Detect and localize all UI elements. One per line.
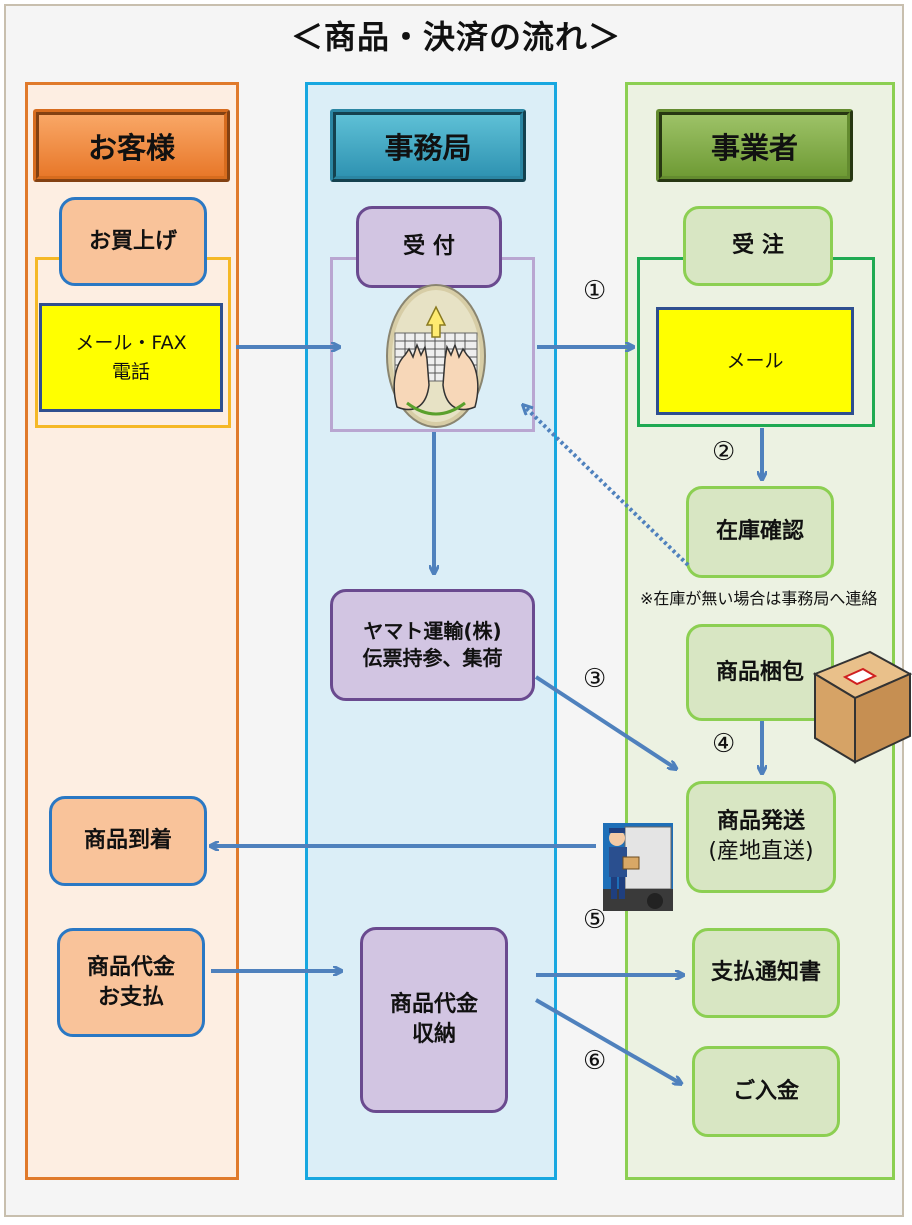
pickup-box: ヤマト運輸(株) 伝票持参、集荷 [330, 589, 535, 701]
order-mail-box: メール [656, 307, 854, 415]
order-mail-label: メール [726, 349, 784, 372]
stock-check-box: 在庫確認 [686, 486, 834, 578]
order-box: 受 注 [683, 206, 833, 286]
collection-line1: 商品代金 [389, 992, 478, 1018]
arrival-box: 商品到着 [49, 796, 207, 886]
pickup-line2: 伝票持参、集荷 [362, 646, 503, 670]
diagram-title: ＜商品・決済の流れ＞ [290, 18, 621, 56]
contact-method-box: メール・FAX 電話 [39, 303, 223, 412]
payment-line1: 商品代金 [86, 954, 175, 980]
step-5-label: ⑤ [583, 905, 607, 935]
contact-method-line1: メール・FAX [75, 332, 187, 354]
collection-box: 商品代金 収納 [360, 927, 508, 1113]
shipping-line1: 商品発送 [716, 809, 805, 835]
keyboard-hands-icon [386, 284, 486, 428]
arrow-stock-to-office-dotted [526, 408, 690, 567]
order-label: 受 注 [732, 233, 784, 259]
step-4-label: ④ [712, 729, 736, 759]
contact-method-line2: 電話 [111, 360, 150, 383]
arrow-collection-to-deposit [535, 998, 680, 1083]
reception-label: 受 付 [403, 234, 455, 260]
vendor-header: 事業者 [656, 109, 853, 182]
stock-check-label: 在庫確認 [715, 519, 804, 545]
customer-header: お客様 [33, 109, 230, 182]
pickup-line1: ヤマト運輸(株) [363, 619, 502, 643]
deposit-label: ご入金 [732, 1078, 799, 1104]
arrow-pickup-to-shipping [534, 675, 675, 768]
delivery-truck-driver-icon [603, 823, 673, 911]
packing-label: 商品梱包 [715, 659, 804, 685]
payment-box: 商品代金 お支払 [57, 928, 205, 1037]
shipping-box: 商品発送 (産地直送) [686, 781, 836, 893]
purchase-box: お買上げ [59, 197, 207, 286]
arrival-label: 商品到着 [83, 828, 172, 854]
packing-box: 商品梱包 [686, 624, 834, 721]
step-3-label: ③ [583, 664, 607, 694]
office-header: 事務局 [330, 109, 526, 182]
collection-line2: 収納 [411, 1022, 456, 1047]
step-2-label: ② [712, 437, 736, 467]
payment-notice-box: 支払通知書 [692, 928, 840, 1018]
payment-line2: お支払 [97, 984, 164, 1010]
purchase-label: お買上げ [88, 228, 177, 254]
step-6-label: ⑥ [583, 1046, 607, 1076]
deposit-box: ご入金 [692, 1046, 840, 1137]
shipping-line2: (産地直送) [708, 839, 814, 864]
stock-note: ※在庫が無い場合は事務局へ連絡 [640, 589, 878, 608]
cardboard-box-icon [812, 650, 912, 764]
payment-notice-label: 支払通知書 [710, 960, 821, 986]
step-1-label: ① [583, 276, 607, 306]
